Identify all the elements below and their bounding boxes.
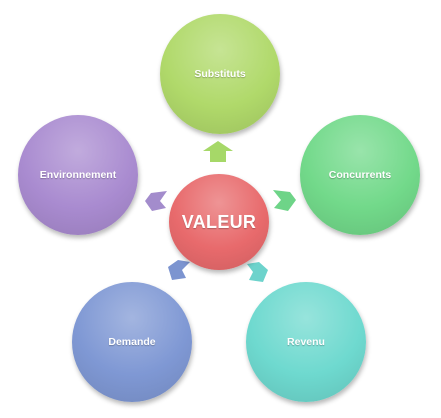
arrow-to-demande (168, 260, 190, 280)
node-demande-label: Demande (108, 336, 156, 348)
arrow-to-revenu (247, 262, 268, 282)
node-valeur: VALEUR (169, 174, 269, 270)
node-environnement: Environnement (18, 115, 138, 235)
node-revenu-label: Revenu (287, 336, 325, 348)
node-concurrents: Concurrents (300, 115, 420, 235)
node-demande: Demande (72, 282, 192, 402)
node-concurrents-label: Concurrents (328, 169, 392, 181)
arrow-to-substituts (203, 141, 233, 162)
node-valeur-label: VALEUR (181, 211, 257, 232)
node-substituts-label: Substituts (194, 68, 246, 80)
node-environnement-label: Environnement (39, 169, 117, 181)
node-revenu: Revenu (246, 282, 366, 402)
arrow-to-concurrents (273, 190, 296, 211)
node-substituts: Substituts (160, 14, 280, 134)
arrow-to-environnement (145, 191, 167, 211)
